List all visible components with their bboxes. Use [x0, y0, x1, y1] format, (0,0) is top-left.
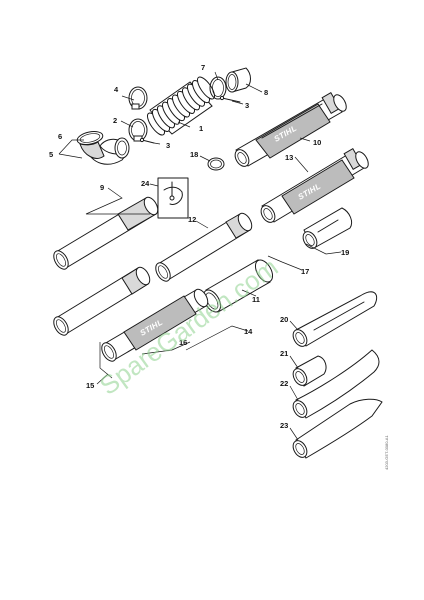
strap-24-box [157, 177, 189, 219]
nozzle-19 [302, 207, 353, 249]
elbow-pipe [79, 137, 130, 165]
callout-5: 5 [49, 150, 53, 159]
pipe-16 [101, 288, 209, 362]
callout-24: 24 [141, 179, 150, 188]
callout-18: 18 [190, 150, 198, 159]
callout-16: 16 [179, 338, 187, 347]
leader-lines [58, 71, 342, 441]
hose-clamp-2 [128, 118, 148, 142]
callout-9: 9 [100, 183, 104, 192]
callout-6: 6 [58, 132, 62, 141]
callout-15: 15 [86, 381, 94, 390]
callout-7: 7 [201, 63, 205, 72]
callout-20: 20 [280, 315, 288, 324]
callout-21: 21 [280, 349, 288, 358]
nozzle-21 [292, 355, 327, 387]
callout-23: 23 [280, 421, 288, 430]
callout-3-left: 3 [166, 141, 170, 150]
callout-14: 14 [244, 327, 253, 336]
callout-8: 8 [264, 88, 268, 97]
callout-3-right: 3 [245, 101, 249, 110]
callout-numbers: 1 2 3 3 4 5 6 7 8 9 10 11 12 13 14 15 16… [49, 63, 349, 430]
hose-clamp-7 [209, 76, 227, 100]
pipe-13 [260, 148, 369, 223]
screw-3-right [219, 95, 241, 103]
callout-2: 2 [113, 116, 117, 125]
nozzle-20 [292, 291, 378, 347]
watermark-text: SpareGarden.com [94, 252, 284, 401]
nozzle-22 [292, 349, 380, 419]
callout-10: 10 [313, 138, 321, 147]
nozzle-23 [292, 398, 383, 459]
pipe-10 [234, 92, 347, 167]
callout-4: 4 [114, 85, 119, 94]
callout-13: 13 [285, 153, 293, 162]
callout-17: 17 [301, 267, 309, 276]
pipe-9 [53, 196, 159, 270]
hose-clamp-4 [128, 86, 148, 110]
callout-1: 1 [199, 124, 203, 133]
diagram-code: 4203-GET-0080-A1 [384, 435, 389, 470]
callout-22: 22 [280, 379, 288, 388]
callout-11: 11 [252, 295, 260, 304]
clamp-ring-6 [76, 131, 104, 145]
corrugated-hose [146, 76, 216, 136]
pipe-12 [155, 212, 253, 282]
callout-19: 19 [341, 248, 349, 257]
ring-18 [207, 157, 225, 171]
pipe-15 [53, 266, 151, 336]
clamp-ring-8 [225, 67, 251, 93]
screw-3-left [139, 137, 155, 144]
callout-12: 12 [188, 215, 196, 224]
